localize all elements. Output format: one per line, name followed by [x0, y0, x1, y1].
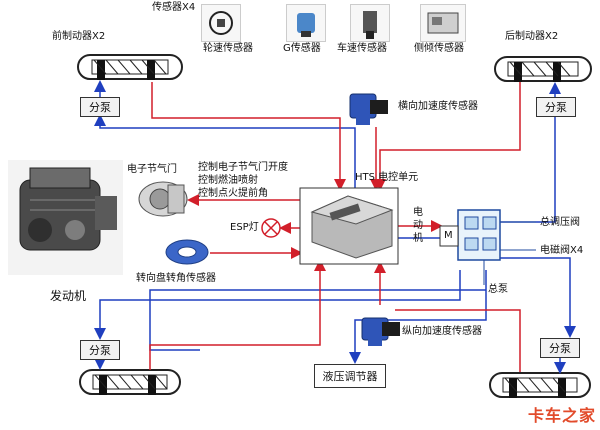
label-motor: 电动机: [413, 206, 425, 245]
wheel-front-left: [78, 55, 182, 80]
label-vehicle-speed-sensor: 车速传感器: [337, 43, 387, 55]
lateral-accel-sensor-icon: [350, 94, 388, 125]
label-wheel-speed-sensor: 轮速传感器: [203, 43, 253, 55]
label-throttle: 电子节气门: [127, 164, 177, 176]
label-control-ignition: 控制点火提前角: [198, 188, 268, 200]
g-sensor-image: [286, 4, 326, 42]
roll-sensor-image: [420, 4, 466, 42]
label-hts-ecu: HTS 电控单元: [355, 172, 418, 184]
split-pump-front-right: 分泵: [536, 97, 576, 117]
pressure-regulator-box: 液压调节器: [314, 364, 386, 388]
label-master-pump: 总泵: [488, 284, 508, 296]
vehicle-speed-sensor-image: [350, 4, 390, 42]
wheel-speed-sensor-image: [201, 4, 241, 42]
label-front-brake: 前制动器X2: [52, 31, 105, 43]
label-g-sensor: G传感器: [283, 43, 321, 55]
label-steering-sensor: 转向盘转角传感器: [136, 273, 216, 285]
label-esp-lamp: ESP灯: [230, 222, 259, 234]
esp-lamp-icon: [262, 219, 280, 237]
label-roll-sensor: 侧倾传感器: [414, 43, 464, 55]
wheel-rear-right: [490, 373, 590, 398]
longitudinal-accel-sensor-icon: [362, 318, 400, 346]
split-pump-rear-left: 分泵: [80, 340, 120, 360]
label-solenoid-x4: 电磁阀X4: [540, 245, 583, 257]
split-pump-rear-right: 分泵: [540, 338, 580, 358]
ecu-unit-icon: [300, 188, 398, 264]
label-motor-m: M: [444, 230, 453, 242]
watermark-logo: 卡车之家: [528, 402, 596, 426]
wheel-front-right: [495, 57, 591, 82]
wheel-rear-left: [80, 370, 180, 395]
label-control-throttle: 控制电子节气门开度: [198, 162, 288, 174]
split-pump-front-left: 分泵: [80, 97, 120, 117]
engine-icon: [8, 160, 123, 275]
steering-angle-sensor-icon: [166, 240, 208, 264]
label-engine: 发动机: [50, 290, 86, 302]
label-master-valve: 总调压阀: [540, 217, 580, 229]
label-control-fuel: 控制燃油喷射: [198, 175, 258, 187]
label-lateral-accel: 横向加速度传感器: [398, 101, 478, 113]
label-sensor-x4: 传感器X4: [152, 2, 195, 14]
throttle-icon: [139, 182, 187, 216]
label-longitudinal-accel: 纵向加速度传感器: [402, 326, 482, 338]
label-rear-brake: 后制动器X2: [505, 31, 558, 43]
